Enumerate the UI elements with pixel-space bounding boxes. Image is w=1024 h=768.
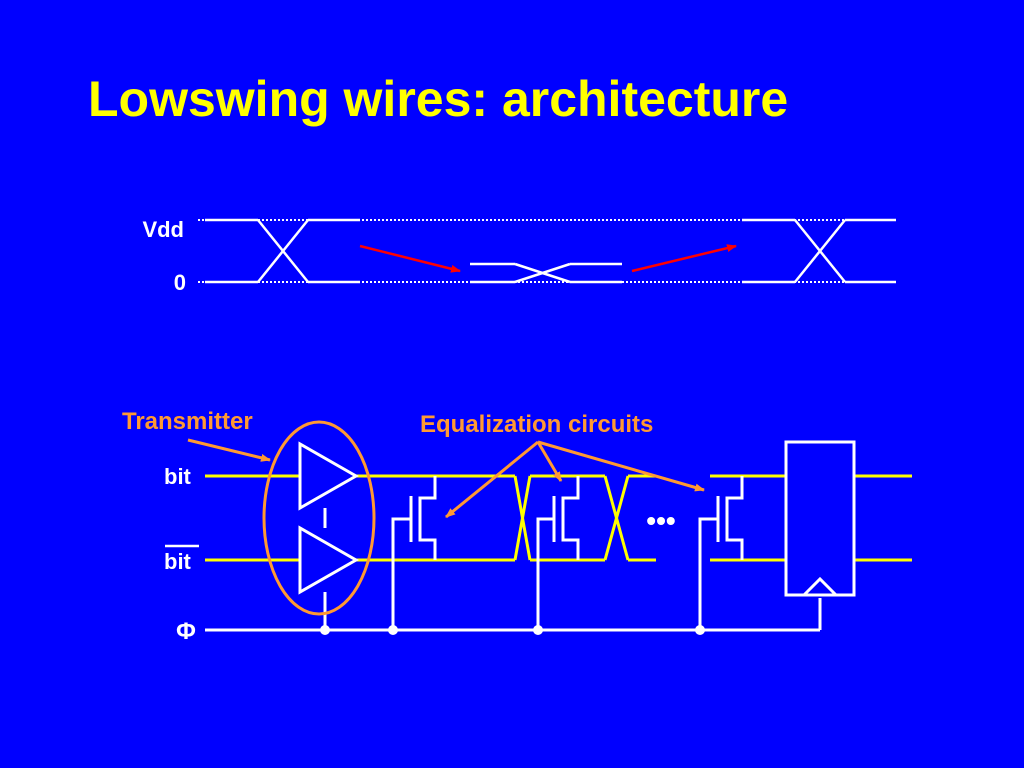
transmitter-label: Transmitter [122,408,253,435]
vdd-label: Vdd [142,217,184,242]
ellipsis-dots: ••• [646,505,675,536]
red-arrow-up [631,244,737,273]
clock-junction-dots [320,625,705,635]
red-arrow-down [359,244,461,273]
full-swing-transition-right [742,218,896,284]
bit-bar-label: bit [164,549,192,574]
equalization-transistor-1 [391,476,437,630]
transmitter-buffers [298,441,360,595]
waveform-diagram: Vdd 0 [142,217,896,295]
equalization-label: Equalization circuits [420,411,653,438]
page-title: Lowswing wires: architecture [88,71,788,127]
bit-label: bit [164,464,192,489]
low-swing-transition [470,262,622,284]
receiver-flipflop [784,440,856,597]
bit-wire [205,474,912,561]
clock-line [205,592,822,632]
full-swing-transition-left [205,218,360,284]
transmitter-highlight-ellipse [262,420,376,616]
equalization-transistor-2 [536,476,580,630]
transmitter-arrow [187,438,271,462]
clock-phi-label: Φ [176,618,196,645]
equalization-transistor-3 [698,476,744,630]
circuit-diagram: Transmitter Equalization circuits bit bi… [122,408,912,645]
zero-label: 0 [174,270,186,295]
equalization-arrows [445,440,705,519]
